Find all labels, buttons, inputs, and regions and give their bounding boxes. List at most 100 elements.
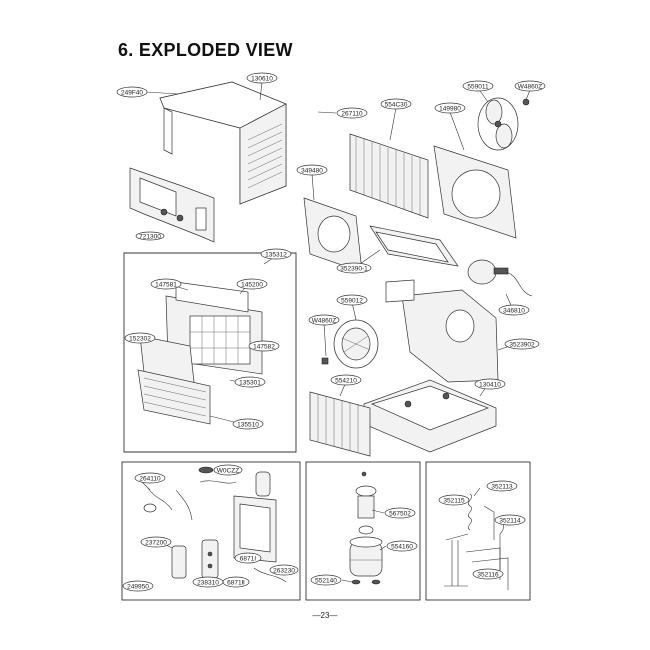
label-130410: 130410 <box>474 378 506 390</box>
svg-text:135510: 135510 <box>237 422 259 429</box>
drain-pan-drawing <box>369 225 459 267</box>
refrigerant-pipe-group-box <box>425 461 531 601</box>
label-249F40: 249F40 <box>116 86 148 98</box>
svg-text:147582: 147582 <box>253 344 275 351</box>
cabinet-drawing <box>159 81 287 205</box>
evaporator-coil-drawing <box>309 391 371 457</box>
condenser-coil-drawing <box>349 133 429 219</box>
svg-text:554210: 554210 <box>335 378 357 385</box>
label-352113: 352113 <box>486 480 518 492</box>
label-135510: 135510 <box>232 418 264 430</box>
label-135301: 135301 <box>234 376 266 388</box>
label-554210: 554210 <box>330 374 362 386</box>
page-title: 6. EXPLODED VIEW <box>118 40 293 60</box>
label-238310: 238310 <box>192 576 224 588</box>
label-149980: 149980 <box>434 102 466 114</box>
electrical-parts-drawing <box>143 466 287 583</box>
svg-text:721300: 721300 <box>139 233 161 240</box>
compressor-drawing <box>349 471 383 585</box>
label-559012: 559012 <box>336 294 368 306</box>
label-346810: 346810 <box>498 304 530 316</box>
label-267110: 267110 <box>336 107 368 119</box>
svg-text:W4860Z: W4860Z <box>518 84 543 91</box>
label-567502: 567502 <box>384 507 416 519</box>
svg-text:152302: 152302 <box>129 336 151 343</box>
label-263230: 263230 <box>269 564 299 576</box>
control-frame-drawing <box>129 167 215 243</box>
svg-text:352113: 352113 <box>491 484 513 491</box>
label-147581: 147581 <box>150 278 182 290</box>
svg-text:135301: 135301 <box>239 380 261 387</box>
svg-text:263230: 263230 <box>273 568 295 575</box>
label-264110: 264110 <box>134 472 166 484</box>
page-number: —23— <box>312 611 338 620</box>
svg-text:554160: 554160 <box>391 544 413 551</box>
part-labels: 249F40 130610 267110 554C30 149980 55901… <box>116 72 546 592</box>
svg-text:237200: 237200 <box>145 540 167 547</box>
front-panel-group-box <box>123 252 297 453</box>
svg-text:130410: 130410 <box>479 382 501 389</box>
svg-text:267110: 267110 <box>341 111 363 118</box>
svg-text:249F40: 249F40 <box>121 90 143 97</box>
label-W0CZZ: W0CZZ <box>213 464 243 476</box>
label-554C30: 554C30 <box>380 98 412 110</box>
svg-text:352390-1: 352390-1 <box>340 266 368 273</box>
svg-text:130610: 130610 <box>251 76 273 83</box>
label-554160: 554160 <box>386 540 418 552</box>
label-237200: 237200 <box>140 536 172 548</box>
svg-text:147581: 147581 <box>155 282 177 289</box>
label-135312: 135312 <box>260 248 292 260</box>
svg-text:249950: 249950 <box>127 584 149 591</box>
label-352390: 352390-1 <box>336 262 372 274</box>
svg-text:352116: 352116 <box>477 572 499 579</box>
svg-text:6871Ⅰ: 6871Ⅰ <box>240 556 256 563</box>
label-W4860Z: W4860Z <box>514 80 546 92</box>
svg-text:567502: 567502 <box>389 511 411 518</box>
svg-text:145200: 145200 <box>241 282 263 289</box>
label-721300: 721300 <box>135 231 165 241</box>
front-grille-drawing <box>137 281 263 425</box>
svg-text:346810: 346810 <box>503 308 525 315</box>
fan-motor-drawing <box>467 259 533 297</box>
air-guide-drawing <box>385 279 499 383</box>
orifice-drawing <box>303 197 363 273</box>
svg-text:6871Ⅱ: 6871Ⅱ <box>227 580 245 587</box>
label-3523902: 3523902 <box>504 338 540 350</box>
svg-text:352114: 352114 <box>499 518 521 525</box>
propeller-fan-drawing <box>477 97 530 151</box>
svg-text:559011: 559011 <box>467 84 489 91</box>
svg-text:149980: 149980 <box>439 106 461 113</box>
svg-text:352115: 352115 <box>443 498 465 505</box>
label-6871a: 6871Ⅰ <box>234 552 262 564</box>
svg-text:135312: 135312 <box>265 252 287 259</box>
svg-text:552140: 552140 <box>315 578 337 585</box>
svg-text:559012: 559012 <box>341 298 363 305</box>
blower-wheel-drawing <box>321 319 379 369</box>
label-6871b: 6871Ⅱ <box>222 576 250 588</box>
svg-text:554C30: 554C30 <box>385 102 408 109</box>
svg-text:W4860Z: W4860Z <box>312 318 337 325</box>
label-152302: 152302 <box>124 332 156 344</box>
label-W4860Z-b: W4860Z <box>308 314 340 326</box>
svg-text:3523902: 3523902 <box>509 342 535 349</box>
label-130610: 130610 <box>246 72 278 84</box>
label-145200: 145200 <box>236 278 268 290</box>
svg-text:349480: 349480 <box>301 168 323 175</box>
label-352115: 352115 <box>438 494 470 506</box>
label-352116: 352116 <box>472 568 504 580</box>
svg-text:238310: 238310 <box>197 580 219 587</box>
label-559011: 559011 <box>462 80 494 92</box>
svg-text:W0CZZ: W0CZZ <box>217 468 239 475</box>
base-pan-drawing <box>363 379 497 453</box>
label-249950: 249950 <box>122 580 154 592</box>
compressor-group-box <box>305 461 421 601</box>
label-349480: 349480 <box>296 164 328 176</box>
shroud-drawing <box>433 145 517 239</box>
label-147582: 147582 <box>248 340 280 352</box>
label-352114: 352114 <box>494 514 526 526</box>
electrical-group-box <box>121 461 301 601</box>
label-552140: 552140 <box>310 574 342 586</box>
refrigerant-pipes-drawing <box>444 493 509 590</box>
svg-text:264110: 264110 <box>139 476 161 483</box>
